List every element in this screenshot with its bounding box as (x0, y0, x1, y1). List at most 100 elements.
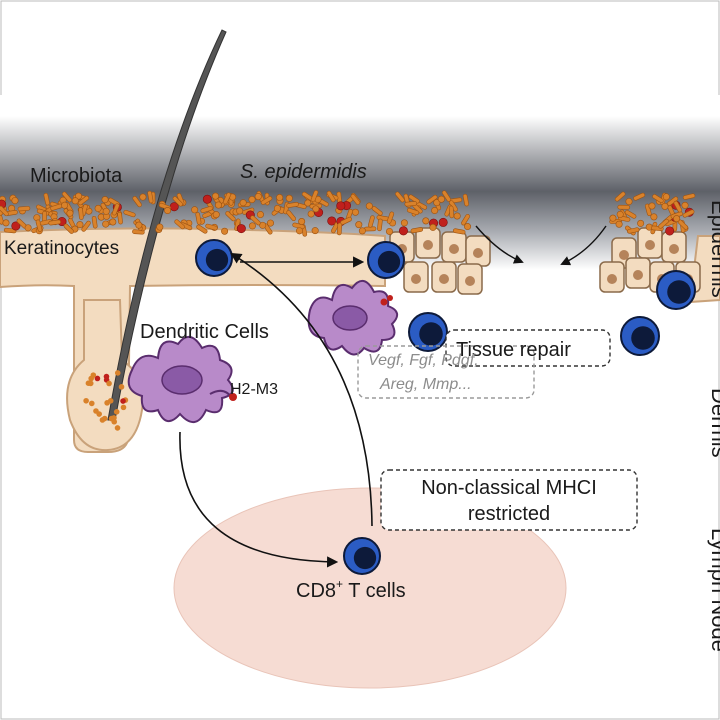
bacterium-coccus (239, 199, 247, 207)
bacterium-rod (196, 224, 208, 234)
keratinocyte (465, 235, 491, 267)
bacterium-rod (627, 227, 640, 234)
bacterium-coccus (295, 227, 303, 235)
keratinocyte (441, 231, 467, 263)
follicle-bacteria (83, 370, 129, 431)
bacterium-coccus (71, 197, 79, 205)
bacterium-coccus (66, 209, 74, 217)
bacterium-rod (448, 205, 455, 219)
bacterium-coccus (11, 197, 19, 205)
bacterium-rod (377, 218, 383, 232)
bacterium-coccus (254, 193, 262, 201)
bacterium-rod (62, 191, 72, 203)
bacterium-coccus (156, 223, 164, 231)
bacterium-rod (195, 212, 202, 225)
follicle-bacterium (120, 398, 126, 404)
bacterium-coccus (259, 221, 267, 229)
cd8-t-cell (367, 241, 405, 279)
bacterium-coccus (298, 218, 306, 226)
bacterium-rod (441, 190, 451, 202)
bacterium-rod (452, 228, 466, 235)
bacterium-coccus (76, 221, 84, 229)
bacterium-coccus (256, 211, 264, 219)
bacterium-rod (658, 218, 669, 229)
follicle-bacterium (106, 380, 112, 387)
bacterium-coccus (307, 210, 315, 218)
bacterium-rod (408, 194, 420, 204)
bacterium-rod (63, 223, 74, 234)
follicle-bacterium (114, 370, 121, 376)
bacterium-coccus (609, 214, 617, 222)
bacterium-rod (633, 192, 646, 201)
bacterium-rod (147, 190, 154, 204)
wound-arrow-left (475, 225, 524, 264)
factors-line-1: Vegf, Fgf, Pdgf, (368, 352, 479, 369)
bacterium-rod (43, 192, 50, 206)
bacterium-coccus (101, 196, 109, 204)
bacterium-rod (404, 201, 418, 207)
cd8-tcells-label: CD8+ T cells (296, 577, 406, 602)
return-arrow (230, 252, 373, 527)
bacterium-coccus (429, 223, 437, 231)
mhc-line-2: restricted (468, 503, 550, 525)
bacterium-rod (426, 194, 438, 205)
bacterium-rod (286, 201, 299, 208)
t-cells (195, 239, 696, 575)
bacterium-rod (410, 227, 424, 234)
bacterium-coccus (102, 207, 110, 215)
s-epidermidis-cell (665, 226, 675, 236)
bacterium-rod (682, 193, 696, 200)
keratinocyte (661, 231, 687, 263)
bacterium-coccus (625, 198, 633, 206)
bacterium-coccus (94, 204, 102, 212)
bacterium-coccus (311, 227, 319, 235)
bacterium-rod (644, 203, 652, 217)
tissue-repair-box (445, 329, 611, 367)
mhc-box (380, 469, 638, 531)
dendritic-cell-dermis (307, 280, 399, 356)
bacterium-coccus (276, 194, 284, 202)
bacterium-coccus (355, 221, 363, 229)
bacterium-coccus (273, 204, 281, 212)
bacterium-coccus (212, 211, 220, 219)
bacterium-rod (386, 211, 395, 224)
bacterium-coccus (236, 207, 244, 215)
layer-epidermis: Epidermis (707, 200, 720, 298)
bacterium-rod (78, 207, 84, 220)
bacterium-rod (91, 215, 98, 229)
bacterium-rod (624, 209, 637, 219)
keratinocyte (415, 227, 441, 259)
bacterium-rod (78, 195, 89, 206)
bacterium-coccus (351, 208, 359, 216)
bacterium-coccus (650, 213, 658, 221)
factors-line-2: Areg, Mmp... (379, 376, 472, 393)
bacterium-coccus (2, 219, 10, 227)
bacterium-coccus (433, 199, 441, 207)
keratinocyte (625, 257, 651, 289)
bacterium-coccus (61, 201, 69, 209)
cd8-t-cell (408, 312, 448, 352)
follicle-bacterium (118, 384, 125, 390)
bacterium-coccus (616, 210, 624, 218)
follicle-bacterium (114, 425, 121, 431)
bacterium-coccus (358, 227, 366, 235)
bacterium-rod (462, 193, 469, 207)
bacterium-coccus (662, 193, 670, 201)
bacterium-coccus (248, 222, 256, 230)
bacterium-rod (310, 190, 319, 203)
dendritic-cells-label: Dendritic Cells (140, 321, 269, 343)
bacterium-coccus (312, 205, 320, 213)
bacterium-rod (17, 206, 31, 212)
bacterium-coccus (75, 192, 83, 200)
growth-factors-box (357, 345, 535, 399)
follicle-bacterium (99, 417, 106, 423)
bacterium-rod (200, 206, 213, 214)
follicle-bacterium (96, 411, 102, 417)
follicle-bacterium (108, 415, 115, 422)
migration-arrow-lymph (179, 431, 339, 568)
bacterium-rod (205, 223, 218, 231)
bacterium-coccus (437, 195, 445, 203)
s-epidermidis-cell (327, 216, 337, 226)
bacterium-coccus (385, 227, 393, 235)
